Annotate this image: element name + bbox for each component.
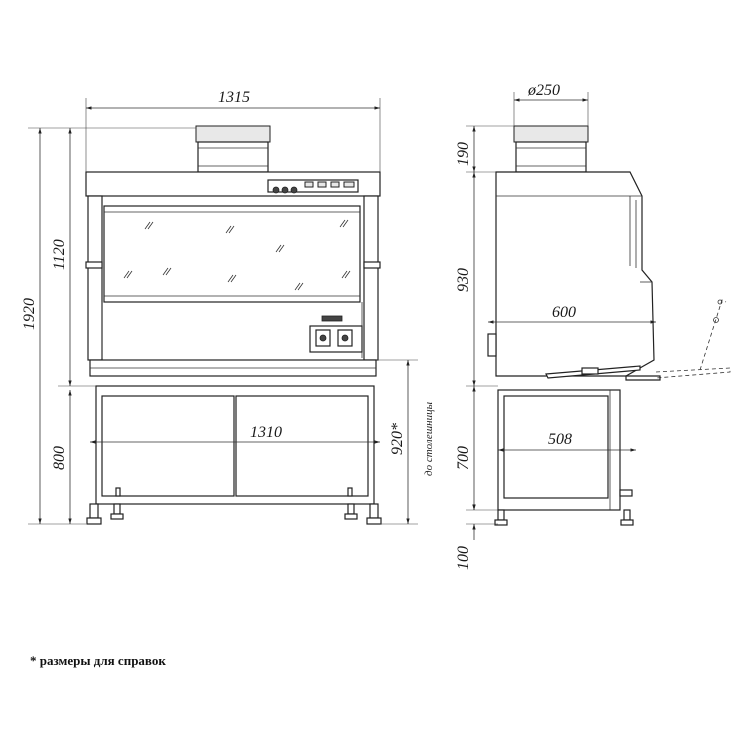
front-dimensions — [28, 98, 418, 525]
side-feet — [494, 509, 634, 526]
control-panel — [267, 179, 359, 194]
dim-side-base-depth: 508 — [548, 431, 572, 448]
side-dimensions — [466, 92, 656, 540]
dim-side-depth: 600 — [552, 304, 576, 321]
reference-note: * размеры для справок — [30, 653, 166, 668]
dim-side-foot-height: 100 — [455, 546, 472, 570]
front-sash-glass — [103, 205, 361, 303]
side-view: ø250 190 930 600 700 508 100 — [455, 82, 731, 570]
side-cabinet-body — [487, 171, 661, 381]
dim-front-width: 1315 — [218, 89, 250, 106]
front-base-cabinet — [95, 385, 375, 505]
socket-box — [309, 315, 363, 353]
front-right-post — [363, 195, 379, 361]
front-view: 1315 1920 1120 800 1310 920* до столешни… — [21, 89, 435, 525]
dim-front-cabinet-height: 1120 — [51, 239, 68, 270]
dim-side-base-height: 700 — [455, 446, 472, 470]
front-exhaust-duct — [195, 125, 271, 173]
dim-front-worktop-height: 920* — [389, 423, 406, 455]
front-left-post — [87, 195, 103, 361]
front-feet — [86, 503, 382, 525]
dim-front-base-height: 800 — [51, 446, 68, 470]
side-sash-open-position — [655, 299, 731, 379]
dim-front-height-total: 1920 — [21, 298, 38, 330]
dim-front-worktop-note: до столешницы — [423, 401, 435, 476]
side-exhaust-duct — [513, 125, 589, 173]
dim-side-duct-diameter: ø250 — [527, 82, 560, 99]
dim-front-inner-width: 1310 — [250, 424, 282, 441]
dim-side-duct-height: 190 — [455, 142, 472, 166]
dim-side-cabinet-height: 930 — [455, 268, 472, 292]
